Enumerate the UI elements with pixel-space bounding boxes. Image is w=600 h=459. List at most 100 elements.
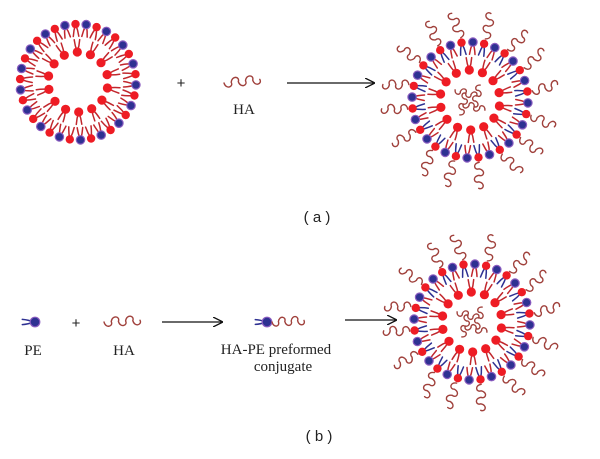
lipid-head [479, 290, 489, 300]
ha-chain [383, 301, 412, 312]
lipid-head [44, 71, 54, 81]
liposome-ha-coated-b [382, 234, 561, 412]
lipid-head [71, 19, 80, 29]
lipid-head [491, 264, 502, 275]
ha-chain [391, 128, 417, 148]
lipid-head [436, 46, 445, 55]
lipid-head [416, 125, 425, 134]
ha-chain [398, 267, 423, 286]
lipid-head [29, 114, 38, 124]
lipid-head [424, 356, 434, 366]
ha-chain [502, 375, 526, 396]
lipid-head [484, 149, 495, 160]
ha-chain [445, 382, 459, 410]
lipid-head [97, 95, 107, 105]
pe-lipid-icon [21, 316, 41, 328]
lipid-head [508, 56, 518, 66]
lipid-head [411, 303, 420, 313]
lipid-head [451, 152, 461, 161]
pe-label: PE [24, 343, 42, 359]
lipid-head [521, 297, 532, 308]
ha-label-b: HA [113, 343, 135, 359]
lipid-head [494, 101, 504, 111]
ha-chain-icon [223, 75, 262, 88]
ha-chain [443, 160, 457, 188]
lipid-head [443, 299, 453, 309]
ha-chain [103, 315, 142, 327]
lipid-head [474, 153, 483, 162]
lipid-head [441, 77, 451, 87]
lipid-head [118, 40, 128, 50]
lipid-head [131, 80, 141, 90]
lipid-head [500, 49, 509, 58]
lipid-head [481, 261, 491, 270]
lipid-head [75, 135, 86, 145]
lipid-head [414, 292, 425, 302]
lipid-head [523, 98, 533, 108]
lipid-head [462, 153, 472, 163]
ha-chain [422, 371, 436, 399]
lipid-head [408, 104, 417, 113]
lipid-head [479, 122, 489, 132]
ha-chain [396, 45, 421, 64]
lipid-head [261, 316, 273, 328]
ha-chain [471, 84, 482, 108]
lipid-head [444, 336, 454, 346]
ha-chain [456, 310, 480, 321]
lipid-head [476, 375, 485, 384]
ha-chain [447, 12, 465, 39]
lipid-head [445, 40, 456, 51]
lipid-head [410, 114, 421, 125]
ha-chain [525, 269, 547, 292]
lipid-head [489, 113, 499, 123]
ha-chain [458, 92, 469, 116]
lipid-head [102, 83, 112, 93]
lipid-head [466, 125, 476, 135]
lipid-head [15, 85, 26, 95]
lipid-head [44, 84, 54, 94]
lipid-head [523, 87, 532, 96]
lipid-head [455, 344, 465, 354]
ha-chain [521, 358, 546, 377]
lipid-head [436, 102, 446, 112]
ha-chain [473, 306, 484, 330]
lipid-head [453, 290, 463, 300]
lipid-head [453, 374, 463, 383]
ha-chain [484, 234, 497, 262]
lipid-head [45, 128, 54, 137]
ha-chain [532, 336, 559, 350]
conjugate-label-line1: HA-PE preformed [221, 342, 332, 358]
lipid-head [81, 19, 91, 30]
ha-chain [473, 161, 485, 190]
lipid-head [22, 105, 32, 115]
lipid-head [489, 42, 500, 53]
lipid-head [40, 29, 51, 39]
lipid-head [54, 132, 65, 142]
lipid-head [16, 63, 27, 74]
lipid-head [422, 134, 432, 144]
lipid-head [442, 369, 452, 380]
ha-chain [530, 114, 557, 128]
lipid-head [519, 341, 530, 352]
ha-chain [380, 103, 409, 115]
lipid-head [477, 68, 487, 78]
lipid-head [525, 309, 534, 318]
lipid-head [519, 75, 530, 86]
lipid-head [468, 37, 478, 47]
ha-chain [460, 314, 471, 338]
lipid-head [96, 130, 106, 140]
lipid-head [101, 26, 112, 37]
lipid-head [447, 262, 458, 273]
ha-chain [482, 12, 495, 40]
lipid-head [412, 70, 423, 80]
lipid-head [466, 287, 476, 297]
lipid-head [412, 336, 423, 347]
lipid-head [419, 61, 428, 70]
lipid-head [74, 107, 84, 117]
lipid-head [128, 58, 138, 69]
lipid-head [102, 70, 112, 80]
lipid-head [468, 347, 478, 357]
lipid-head [87, 104, 97, 114]
